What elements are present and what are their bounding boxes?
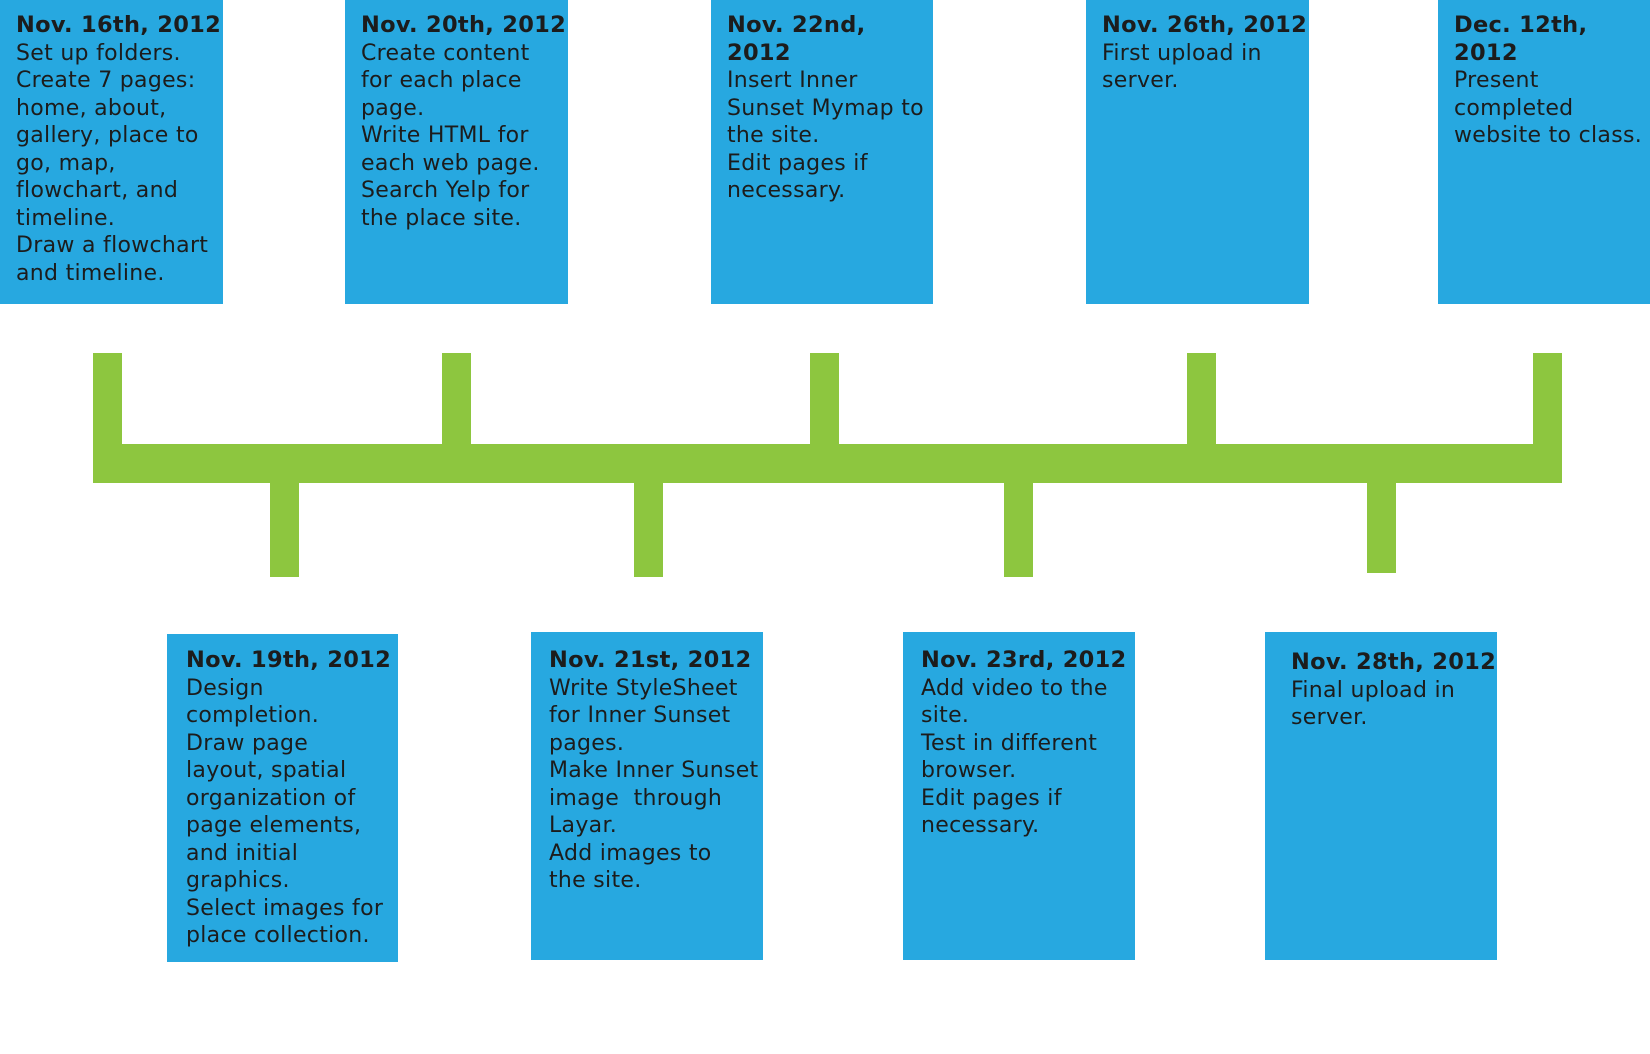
event-text: Sunset Mymap to [727,95,924,121]
event-text: necessary. [727,178,846,203]
event-text: timeline. [16,205,116,231]
event-text: Write StyleSheet [549,675,738,701]
event-card: Nov. 16th, 2012 Set up folders. Create 7… [0,0,223,304]
event-text: the place site. [361,205,522,231]
event-date: Nov. 20th, 2012 [361,12,567,38]
event-date: Nov. 23rd, 2012 [921,647,1127,673]
event-date: Nov. 22nd, 2012 [727,12,866,66]
event-text: organization of [186,785,356,811]
event-text: page. [361,95,425,121]
event-card: Nov. 22nd, 2012 Insert Inner Sunset Myma… [711,0,933,304]
event-text: necessary. [921,813,1040,838]
event-text: image through [549,785,723,811]
event-text: Final upload in [1291,677,1456,703]
event-text: for each place [361,68,522,93]
timeline-tick-down-1 [270,475,299,577]
event-text: completed [1454,95,1574,121]
event-text: site. [921,703,970,728]
event-date: Nov. 26th, 2012 [1102,12,1308,38]
event-text: Present [1454,68,1539,93]
event-text: pages. [549,730,625,756]
timeline-tick-up-2 [442,353,471,453]
event-text: Draw a flowchart [16,233,209,258]
event-text: Write HTML for [361,123,529,148]
event-text: First upload in [1102,40,1262,66]
event-text: Draw page [186,730,309,756]
event-text: browser. [921,758,1017,783]
event-text: Layar. [549,813,618,838]
event-text: the site. [727,123,820,148]
event-text: website to class. [1454,123,1643,148]
event-text: and initial [186,840,299,866]
event-text: gallery, place to [16,123,199,148]
event-text: and timeline. [16,260,165,286]
event-text: home, about, [16,95,167,121]
event-text: Insert Inner [727,68,858,93]
timeline-tick-down-4 [1367,475,1396,573]
event-text: graphics. [186,868,290,893]
event-text: layout, spatial [186,758,347,783]
event-text: Set up folders. [16,40,181,66]
event-text: Test in different [921,730,1098,756]
event-card: Nov. 23rd, 2012 Add video to the site. T… [903,632,1135,960]
event-text: Design [186,675,264,701]
event-text: Create 7 pages: [16,68,196,93]
event-text: Edit pages if [727,150,868,176]
event-card: Nov. 21st, 2012 Write StyleSheet for Inn… [531,632,763,960]
event-card: Nov. 20th, 2012 Create content for each … [345,0,568,304]
event-text: Create content [361,40,530,66]
event-text: page elements, [186,813,362,838]
event-text: place collection. [186,923,370,948]
event-card: Nov. 26th, 2012 First upload in server. [1086,0,1309,304]
timeline-tick-down-2 [634,475,663,577]
event-date: Nov. 16th, 2012 [16,12,222,38]
timeline-tick-up-3 [810,353,839,453]
event-text: Edit pages if [921,785,1062,811]
event-card: Nov. 19th, 2012 Design completion. Draw … [167,634,398,962]
event-text: server. [1102,68,1179,93]
event-text: the site. [549,868,642,893]
timeline-tick-down-3 [1004,475,1033,577]
event-text: server. [1291,705,1368,730]
event-text: Add video to the [921,675,1108,701]
event-text: go, map, [16,150,116,176]
timeline-tick-up-1 [93,353,122,483]
event-text: for Inner Sunset [549,703,731,728]
event-text: Search Yelp for [361,178,530,203]
event-card: Dec. 12th, 2012 Present completed websit… [1438,0,1650,304]
event-date: Nov. 28th, 2012 [1291,649,1497,675]
event-text: Select images for [186,895,384,921]
event-card: Nov. 28th, 2012 Final upload in server. [1265,632,1497,960]
event-text: flowchart, and [16,178,179,203]
event-date: Nov. 21st, 2012 [549,647,752,673]
timeline-tick-up-4 [1187,353,1216,453]
event-date: Nov. 19th, 2012 [186,647,392,673]
event-text: Add images to [549,840,712,866]
timeline-tick-up-5 [1533,353,1562,483]
event-text: completion. [186,703,320,728]
event-date: Dec. 12th, 2012 [1454,12,1588,66]
event-text: each web page. [361,150,540,176]
event-text: Make Inner Sunset [549,758,759,783]
